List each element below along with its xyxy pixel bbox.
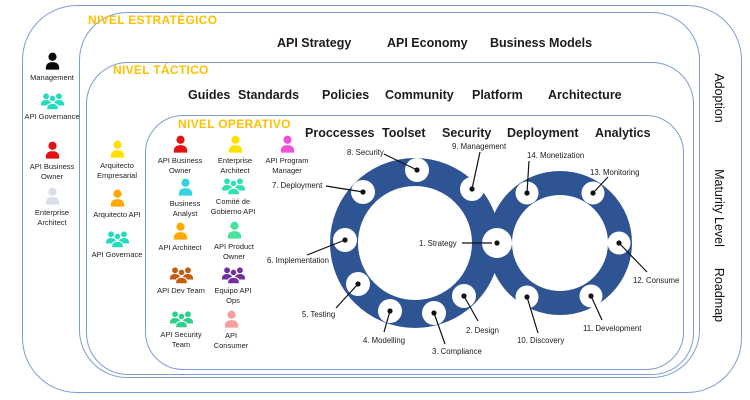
person-icon <box>178 178 192 196</box>
topic-estrategico-api-economy: API Economy <box>387 36 468 50</box>
role-label: Enterprise Architect <box>34 208 70 227</box>
topic-tactico-standards: Standards <box>238 88 300 102</box>
role-api-business-owner: API Business Owner <box>23 141 81 182</box>
role-label: Equipo API Ops <box>214 286 252 305</box>
topic-tactico-guides: Guides <box>188 88 231 102</box>
topic-tactico-policies: Policies <box>322 88 370 102</box>
person-icon <box>228 135 242 153</box>
topic-tactico-community: Community <box>385 88 454 102</box>
side-label-roadmap: Roadmap <box>712 267 726 323</box>
role-comit-de-gobierno-api: Comité de Gobierno API <box>201 177 265 217</box>
role-label: API Business Owner <box>157 156 203 175</box>
role-api-business-owner: API Business Owner <box>151 135 209 176</box>
topic-tactico-architecture: Architecture <box>548 88 622 102</box>
group-icon <box>105 231 129 248</box>
operativo-frame <box>145 115 684 370</box>
person-icon <box>173 222 187 240</box>
role-label: API Security Team <box>160 330 202 349</box>
topic-estrategico-api-strategy: API Strategy <box>277 36 352 50</box>
role-label: API Consumer <box>213 331 249 350</box>
person-icon <box>45 187 59 205</box>
group-icon <box>169 267 193 284</box>
role-management: Management <box>17 52 87 83</box>
person-icon <box>110 189 124 207</box>
person-icon <box>224 310 238 328</box>
topic-tactico-platform: Platform <box>472 88 523 102</box>
role-arquitecto-empresarial: Arquitecto Empresarial <box>89 140 145 181</box>
outer-frame <box>22 5 742 393</box>
role-label: API Dev Team <box>157 286 205 295</box>
topic-operativo-proccesses: Proccesses <box>305 126 375 140</box>
role-arquitecto-api: Arquitecto API <box>93 189 141 220</box>
role-api-security-team: API Security Team <box>153 310 209 350</box>
role-api-architect: API Architect <box>146 222 214 253</box>
role-label: API Governace <box>91 250 143 259</box>
tactico-frame <box>86 62 694 375</box>
role-enterprise-architect: Enterprise Architect <box>206 135 264 176</box>
topic-operativo-deployment: Deployment <box>507 126 579 140</box>
group-icon <box>169 311 193 328</box>
person-icon <box>45 141 59 159</box>
group-icon <box>40 93 64 110</box>
role-api-governance: API Governance <box>22 92 82 122</box>
role-label: API Program Manager <box>265 156 309 175</box>
role-label: Arquitecto Empresarial <box>96 161 137 180</box>
level-title-tactico: NIVEL TÁCTICO <box>113 63 209 77</box>
role-label: Arquitecto API <box>93 210 141 219</box>
role-api-dev-team: API Dev Team <box>147 266 215 296</box>
role-label: API Product Owner <box>213 242 255 261</box>
person-icon <box>110 140 124 158</box>
role-label: API Governance <box>24 112 80 121</box>
person-icon <box>173 135 187 153</box>
topic-estrategico-business-models: Business Models <box>490 36 593 50</box>
level-title-operativo: NIVEL OPERATIVO <box>178 117 291 131</box>
role-label: Business Analyst <box>169 199 201 218</box>
side-label-maturity-level: Maturity Level <box>712 169 726 247</box>
topic-operativo-toolset: Toolset <box>382 126 426 140</box>
person-icon <box>227 221 241 239</box>
person-icon <box>280 135 294 153</box>
role-label: Management <box>30 73 74 82</box>
role-api-product-owner: API Product Owner <box>207 221 261 262</box>
role-enterprise-architect: Enterprise Architect <box>22 187 82 228</box>
role-label: API Business Owner <box>29 162 75 181</box>
person-icon <box>45 52 59 70</box>
role-api-governace: API Governace <box>87 230 147 260</box>
estrategico-frame <box>79 12 700 378</box>
group-icon <box>221 178 245 195</box>
group-icon <box>221 267 245 284</box>
role-equipo-api-ops: Equipo API Ops <box>207 266 259 306</box>
role-api-consumer: API Consumer <box>208 310 254 351</box>
role-api-program-manager: API Program Manager <box>258 135 316 176</box>
topic-operativo-analytics: Analytics <box>595 126 651 140</box>
side-label-adoption: Adoption <box>712 73 726 123</box>
role-label: Enterprise Architect <box>217 156 253 175</box>
role-label: API Architect <box>158 243 202 252</box>
role-label: Comité de Gobierno API <box>210 197 256 216</box>
level-title-estrategico: NIVEL ESTRATÉGICO <box>88 13 218 27</box>
topic-operativo-security: Security <box>442 126 492 140</box>
role-business-analyst: Business Analyst <box>160 178 210 219</box>
